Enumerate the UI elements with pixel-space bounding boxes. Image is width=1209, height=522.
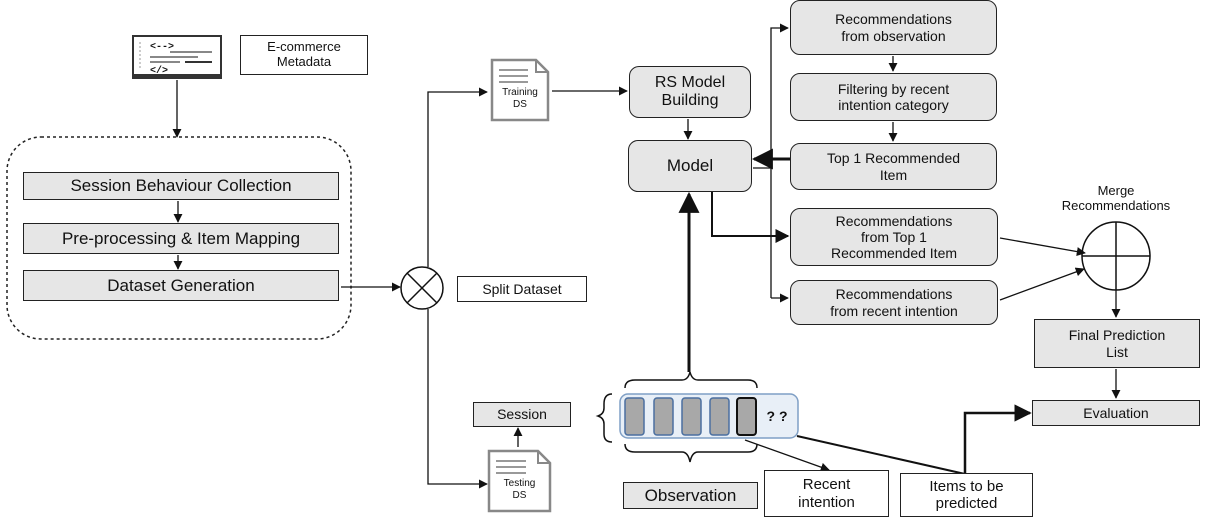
code-document-icon: <--> </>	[132, 35, 222, 79]
final-prediction-list-box: Final Prediction List	[1034, 319, 1200, 368]
preprocessing-box: Pre-processing & Item Mapping	[23, 223, 339, 254]
ecommerce-metadata-label: E-commerce Metadata	[240, 35, 368, 75]
svg-text:</>: </>	[150, 65, 168, 77]
observation-box: Observation	[623, 482, 758, 509]
merge-circle-icon	[1081, 221, 1151, 291]
session-box: Session	[473, 402, 571, 427]
testing-ds-label: Testing DS	[503, 478, 536, 501]
model-box: Model	[628, 140, 752, 192]
merge-recommendations-label: Merge Recommendations	[1031, 179, 1201, 219]
filtering-box: Filtering by recent intention category	[790, 73, 997, 121]
split-dataset-label: Split Dataset	[457, 276, 587, 302]
session-sequence	[619, 393, 799, 439]
unknown-items-marks: ? ?	[766, 408, 788, 424]
items-to-be-predicted-box: Items to be predicted	[900, 473, 1033, 517]
recommendations-from-recent-box: Recommendations from recent intention	[790, 280, 998, 325]
document-icon	[490, 58, 550, 122]
session-behaviour-collection-box: Session Behaviour Collection	[23, 172, 339, 200]
recommendations-from-observation-box: Recommendations from observation	[790, 0, 997, 55]
dataset-generation-box: Dataset Generation	[23, 270, 339, 301]
rs-model-building-box: RS Model Building	[629, 66, 751, 118]
brace-left	[595, 393, 613, 443]
brace-bottom	[624, 443, 758, 463]
top1-recommended-item-box: Top 1 Recommended Item	[790, 143, 997, 190]
connectors	[172, 23, 1121, 489]
document-icon	[487, 449, 552, 513]
brace-top	[624, 371, 758, 389]
svg-text:<-->: <-->	[150, 42, 174, 53]
evaluation-box: Evaluation	[1032, 400, 1200, 426]
recommendations-from-top1-box: Recommendations from Top 1 Recommended I…	[790, 208, 998, 266]
recent-intention-box: Recent intention	[764, 470, 889, 517]
training-ds-label: Training DS	[502, 87, 538, 110]
split-cross-circle-icon	[400, 266, 444, 310]
